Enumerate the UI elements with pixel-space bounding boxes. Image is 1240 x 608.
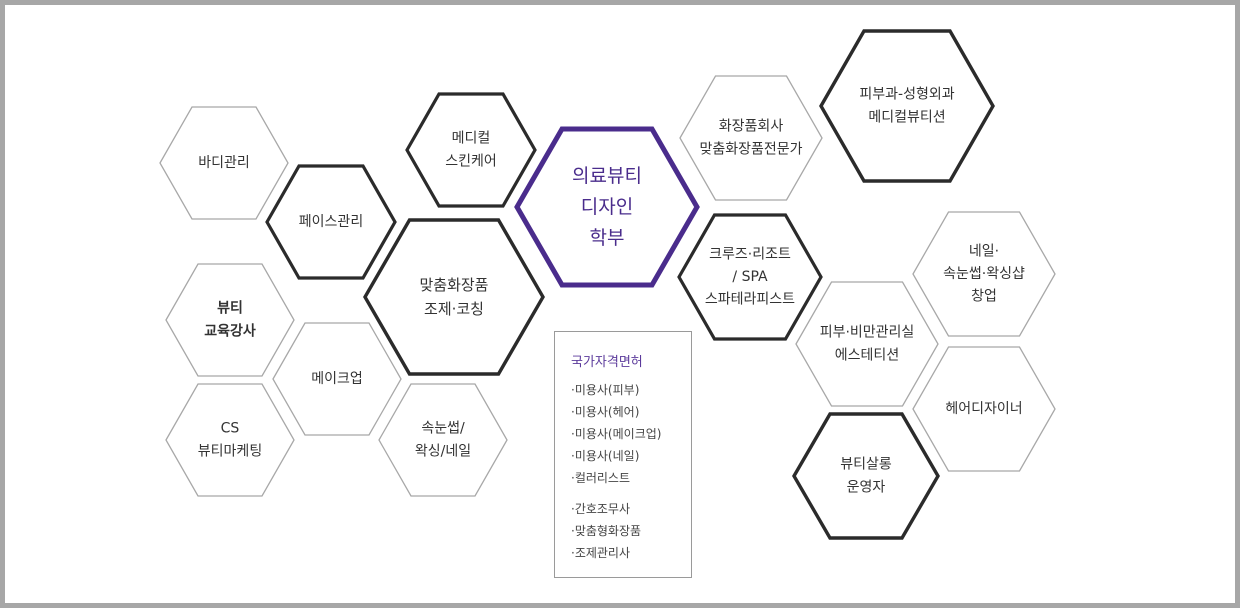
license-item: ·컬러리스트 [571,471,631,485]
hex-nail-startup-shape [912,211,1056,337]
hex-body-care: 바디관리 [159,106,289,220]
license-item: ·미용사(헤어) [571,405,640,419]
hex-cruise-resort-label: 스파테라피스트 [705,292,795,308]
license-item: ·조제관리사 [571,546,631,560]
hex-lash-nail-label: 왁싱/네일 [415,443,471,459]
hex-nail-startup-label: 속눈썹·왁싱샵 [943,266,1025,282]
license-list-2: ·간호조무사 ·맞춤형화장품 ·조제관리사 [571,498,691,564]
hex-cosmetics-company-shape [679,75,823,201]
national-license-box: 국가자격면허 ·미용사(피부) ·미용사(헤어) ·미용사(메이크업) ·미용사… [554,331,692,578]
hex-nail-startup-label: 창업 [971,289,997,305]
hex-beauty-instructor-label: 교육강사 [204,322,256,339]
license-group-gap [571,489,691,498]
hex-face-care: 페이스관리 [265,164,397,280]
license-item: ·미용사(메이크업) [571,427,662,441]
hex-skin-obesity-label: 피부·비만관리실 [820,325,915,341]
hex-dermatology-shape [819,29,995,183]
hex-makeup-shape [272,322,402,436]
hex-cruise-resort-shape [677,213,823,341]
license-item: ·맞춤형화장품 [571,524,642,538]
hex-hair-designer-shape [912,346,1056,472]
hex-beauty-instructor-label: 뷰티 [217,301,243,317]
hex-cruise-resort-label: / SPA [732,269,768,285]
hex-beauty-salon-label: 운영자 [847,479,886,495]
hex-body-care-label: 바디관리 [198,155,250,171]
hex-beauty-salon-label: 뷰티살롱 [840,457,892,473]
hex-cosmetics-company-label: 화장품회사 [719,119,784,135]
hex-center-department-label: 의료뷰티 [572,165,642,187]
license-list-1: ·미용사(피부) ·미용사(헤어) ·미용사(메이크업) ·미용사(네일) ·컬… [571,379,691,489]
hex-lash-nail-label: 속눈썹/ [421,421,465,437]
license-item: ·간호조무사 [571,502,631,516]
hex-cs-marketing-label: 뷰티마케팅 [198,443,262,459]
hex-custom-cosmetics-label: 조제·코칭 [424,300,484,318]
hex-body-care-shape [159,106,289,220]
hex-custom-cosmetics-label: 맞춤화장품 [419,276,488,294]
hex-lash-nail-shape [378,383,508,497]
license-item: ·미용사(피부) [571,383,640,397]
hex-cs-marketing: CS 뷰티마케팅 [165,383,295,497]
hex-cs-marketing-label: CS [221,421,240,437]
hex-cruise-resort: 크루즈·리조트 / SPA 스파테라피스트 [677,213,823,341]
hex-face-care-label: 페이스관리 [299,214,363,230]
hex-skin-obesity-shape [795,281,939,407]
hex-custom-cosmetics-shape [363,218,545,376]
hex-makeup: 메이크업 [272,322,402,436]
license-box-title: 국가자격면허 [571,355,643,370]
hex-lash-nail: 속눈썹/왁싱/네일 [378,383,508,497]
hex-nail-startup-label: 네일· [969,243,999,259]
hex-dermatology-label: 피부과-성형외과 [859,87,954,103]
hex-center-department-label: 디자인 [581,196,633,218]
hex-dermatology-label: 메디컬뷰티션 [868,109,945,125]
hex-cs-marketing-shape [165,383,295,497]
hex-cruise-resort-label: 크루즈·리조트 [709,246,791,262]
hex-hair-designer-label: 헤어디자이너 [945,401,1022,417]
hex-beauty-salon-shape [792,412,940,540]
hex-skin-obesity-label: 에스테티션 [835,347,899,363]
hex-medical-skincare-label: 스킨케어 [445,153,497,169]
license-item: ·미용사(네일) [571,449,640,463]
hex-face-care-shape [265,164,397,280]
hex-hair-designer: 헤어디자이너 [912,346,1056,472]
hex-center-department-shape [514,126,700,288]
hex-beauty-instructor-shape [165,263,295,377]
career-hexagon-diagram: 바디관리페이스관리메디컬스킨케어뷰티교육강사메이크업맞춤화장품조제·코칭CS뷰티… [159,29,1056,540]
hex-makeup-label: 메이크업 [311,371,363,387]
hex-cosmetics-company-label: 맞춤화장품전문가 [699,141,802,157]
hex-medical-skincare-shape [405,92,537,208]
hex-medical-skincare-label: 메디컬 [452,131,491,147]
hex-center-department-label: 학부 [590,227,625,249]
